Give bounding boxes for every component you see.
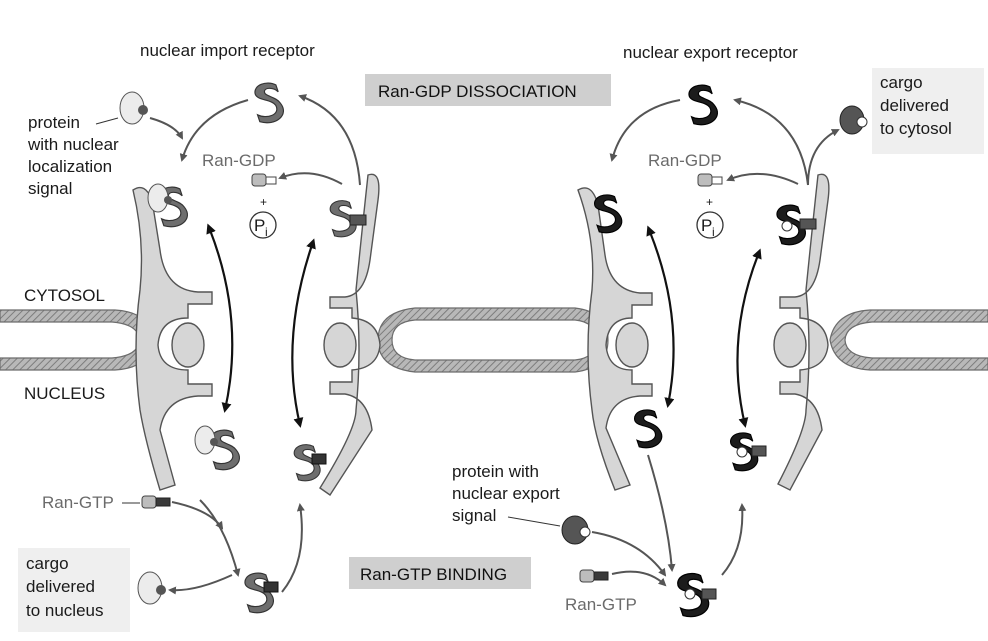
arrow-ran-gdp-release-right [726, 172, 799, 185]
nls-protein-label-3: localization [28, 157, 112, 176]
nls-protein-label-2: with nuclear [27, 135, 119, 154]
arrow-gtp-to-release [199, 499, 241, 577]
nes-cargo-complex-bottom [736, 446, 748, 458]
arrow-ran-gtp-in [171, 501, 224, 530]
arrow-cargo-to-cytosol [807, 129, 840, 186]
arrow-pore-to-binding [647, 454, 676, 572]
import-receptor-gtp-released [244, 572, 275, 614]
arrow-binding-up [721, 503, 747, 576]
phosphate-left: + P i [249, 195, 277, 239]
nes-protein-label-2: nuclear export [452, 484, 560, 503]
ran-gdp-label-right: Ran-GDP [648, 151, 722, 170]
arrow-export-to-pore [609, 99, 681, 162]
nls-protein-label-4: signal [28, 179, 72, 198]
ran-gtp-on-receptor-bottom [311, 453, 327, 465]
nes-protein-label-1: protein with [452, 462, 539, 481]
svg-text:+: + [706, 195, 713, 209]
nls-cargo-delivered [137, 571, 166, 605]
nls-protein-label-1: protein [28, 113, 80, 132]
export-receptor-pore-bottom [634, 409, 663, 449]
cargo-nucleus-label-3: to nucleus [26, 601, 104, 620]
nuclear-pore-complex-1 [132, 186, 213, 491]
cargo-nucleus-label-1: cargo [26, 554, 69, 573]
arrow-complex-to-export [733, 97, 809, 186]
svg-text:i: i [265, 225, 268, 239]
arrow-ran-gdp-release-left [278, 172, 343, 185]
ran-gtp-label-left: Ran-GTP [42, 493, 114, 512]
shuttle-arrow-3 [646, 225, 675, 408]
binding-banner [349, 557, 531, 589]
cargo-nucleus-box [18, 548, 130, 632]
cargo-cytosol-box [872, 68, 984, 154]
ran-on-export-binding [701, 588, 717, 600]
ran-gtp-on-released [263, 581, 279, 593]
import-receptor-bound-bottom [210, 429, 241, 471]
ran-gdp-label-left: Ran-GDP [202, 151, 276, 170]
arrow-cargo-to-pore [149, 117, 183, 140]
ran-gtp-label-right: Ran-GTP [565, 595, 637, 614]
svg-text:+: + [260, 195, 267, 209]
ran-on-export-complex-top [799, 218, 817, 230]
nes-cargo-complex-top [781, 220, 793, 232]
ran-gtp-right [579, 569, 609, 583]
svg-text:P: P [701, 216, 712, 235]
nls-cargo-bound-top [147, 183, 172, 213]
ran-gdp-on-receptor [349, 214, 367, 226]
import-receptor-label: nuclear import receptor [140, 41, 315, 60]
leader-nls-label [95, 117, 119, 125]
phosphate-right: + P i [696, 195, 724, 239]
nes-protein-label-3: signal [452, 506, 496, 525]
nls-cargo-free [119, 91, 148, 125]
cargo-cytosol-label-1: cargo [880, 73, 923, 92]
nes-cargo-delivered [839, 105, 868, 135]
export-receptor-label: nuclear export receptor [623, 43, 798, 62]
nls-cargo-bound-bottom [194, 425, 218, 455]
cargo-nucleus-label-2: delivered [26, 577, 95, 596]
import-receptor-free [254, 82, 285, 124]
arrow-nes-cargo-in [591, 531, 667, 577]
cargo-cytosol-label-3: to cytosol [880, 119, 952, 138]
nuclear-pore-complex-3 [577, 187, 653, 491]
export-receptor-free [688, 84, 719, 126]
nes-cargo-free [561, 515, 591, 545]
ran-gdp-left [251, 173, 277, 187]
shuttle-arrow-2 [291, 238, 316, 428]
ran-gtp-left [141, 495, 171, 509]
nuclear-pore-complex-4 [773, 173, 830, 491]
arrow-receptor-to-pore [179, 99, 249, 162]
arrow-cargo-release [168, 574, 233, 595]
dissociation-banner [365, 74, 611, 106]
cytosol-label: CYTOSOL [24, 286, 105, 305]
nes-cargo-binding [684, 588, 696, 600]
nucleus-label: NUCLEUS [24, 384, 105, 403]
cargo-cytosol-label-2: delivered [880, 96, 949, 115]
shuttle-arrow-1 [206, 223, 234, 413]
arrow-recycle-up [281, 503, 305, 593]
shuttle-arrow-4 [736, 248, 762, 428]
binding-banner-label: Ran-GTP BINDING [360, 565, 507, 584]
nuclear-pore-complex-2 [319, 173, 381, 496]
arrow-ran-gtp-right-in [611, 570, 667, 587]
svg-text:P: P [254, 216, 265, 235]
svg-text:i: i [712, 225, 715, 239]
dissociation-banner-label: Ran-GDP DISSOCIATION [378, 82, 577, 101]
ran-gdp-right [697, 173, 723, 187]
leader-nes-label [507, 516, 561, 527]
arrow-complex-to-receptor [298, 94, 361, 186]
ran-on-export-complex-bottom [751, 445, 767, 457]
